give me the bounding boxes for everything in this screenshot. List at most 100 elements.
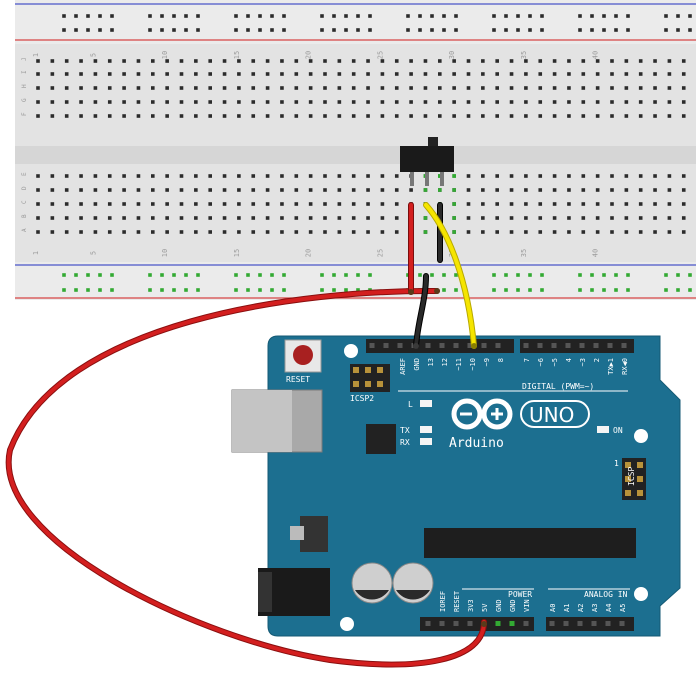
breadboard-hole bbox=[638, 188, 643, 192]
rail-hole bbox=[332, 14, 336, 18]
breadboard-hole bbox=[595, 216, 600, 220]
rail-hole bbox=[282, 28, 286, 32]
rail-hole bbox=[74, 14, 78, 18]
breadboard-hole bbox=[466, 86, 471, 90]
breadboard-hole bbox=[624, 86, 629, 90]
analog-pin-label: A3 bbox=[591, 604, 599, 612]
breadboard-hole bbox=[667, 202, 672, 206]
breadboard: 11551010151520202525303035354040JIHGFEDC… bbox=[15, 0, 696, 300]
breadboard-hole bbox=[452, 86, 456, 90]
wire-gnd[interactable] bbox=[414, 274, 428, 348]
breadboard-hole bbox=[122, 114, 126, 118]
switch-knob[interactable] bbox=[428, 137, 438, 147]
breadboard-hole bbox=[165, 174, 169, 178]
rail-hole bbox=[504, 14, 508, 18]
breadboard-hole bbox=[294, 100, 299, 104]
rail-hole bbox=[528, 28, 532, 32]
power-pin-label: IOREF bbox=[439, 591, 447, 612]
breadboard-hole bbox=[122, 100, 126, 104]
digital-header-right bbox=[520, 339, 634, 353]
breadboard-hole bbox=[194, 202, 198, 206]
rail-hole bbox=[320, 273, 324, 277]
breadboard-hole bbox=[481, 188, 485, 192]
breadboard-hole bbox=[581, 230, 586, 234]
breadboard-hole bbox=[194, 174, 198, 178]
breadboard-hole bbox=[222, 202, 227, 206]
wire-5v[interactable] bbox=[6, 288, 486, 667]
wire-pin10[interactable] bbox=[424, 203, 476, 348]
breadboard-hole bbox=[79, 216, 83, 220]
breadboard-hole bbox=[323, 230, 327, 234]
reset-button-cap[interactable] bbox=[293, 345, 313, 365]
rail-hole bbox=[160, 14, 164, 18]
breadboard-hole bbox=[481, 202, 485, 206]
breadboard-hole bbox=[64, 72, 69, 76]
rail-hole bbox=[62, 288, 66, 292]
breadboard-hole bbox=[308, 86, 313, 90]
icsp2-label: ICSP2 bbox=[350, 394, 374, 403]
icsp2-pins bbox=[353, 367, 383, 387]
breadboard-hole bbox=[409, 72, 413, 76]
rail-hole bbox=[98, 288, 102, 292]
breadboard-hole bbox=[681, 114, 686, 118]
rail-hole bbox=[664, 28, 668, 32]
breadboard-hole bbox=[509, 216, 514, 220]
arduino-uno-board: RESET ICSP2 L TX RX ON bbox=[231, 335, 681, 637]
rail-hole bbox=[602, 28, 606, 32]
voltage-regulator bbox=[300, 516, 328, 552]
breadboard-hole bbox=[337, 174, 342, 178]
breadboard-hole bbox=[251, 230, 256, 234]
rail-hole bbox=[528, 14, 532, 18]
breadboard-hole bbox=[366, 100, 370, 104]
breadboard-hole bbox=[280, 114, 284, 118]
breadboard-hole bbox=[495, 202, 499, 206]
icsp-pin1-label: 1 bbox=[614, 459, 619, 468]
header-hole bbox=[523, 343, 529, 348]
rail-hole bbox=[172, 273, 176, 277]
breadboard-hole bbox=[265, 188, 270, 192]
breadboard-hole bbox=[122, 202, 126, 206]
breadboard-hole bbox=[50, 86, 55, 90]
breadboard-hole bbox=[265, 202, 270, 206]
breadboard-hole bbox=[667, 59, 672, 63]
breadboard-hole bbox=[524, 202, 528, 206]
breadboard-hole bbox=[194, 86, 198, 90]
rail-hole bbox=[270, 273, 274, 277]
slide-switch[interactable] bbox=[400, 137, 454, 186]
breadboard-hole bbox=[265, 100, 270, 104]
breadboard-holes bbox=[36, 14, 692, 292]
breadboard-hole bbox=[653, 230, 657, 234]
breadboard-hole bbox=[595, 72, 600, 76]
rail-hole bbox=[430, 14, 434, 18]
breadboard-hole bbox=[667, 100, 672, 104]
breadboard-hole bbox=[667, 216, 672, 220]
breadboard-hole bbox=[194, 188, 198, 192]
breadboard-hole bbox=[509, 188, 514, 192]
breadboard-hole bbox=[222, 100, 227, 104]
rail-hole bbox=[688, 273, 692, 277]
header-hole bbox=[619, 621, 625, 626]
breadboard-hole bbox=[50, 202, 55, 206]
breadboard-hole bbox=[351, 114, 356, 118]
breadboard-hole bbox=[380, 114, 385, 118]
breadboard-hole bbox=[222, 86, 227, 90]
breadboard-hole bbox=[165, 114, 169, 118]
row-letter: C bbox=[21, 200, 28, 204]
digital-pin-label: 2 bbox=[593, 358, 601, 362]
breadboard-hole bbox=[380, 59, 385, 63]
column-number: 5 bbox=[89, 251, 97, 255]
rail-hole bbox=[442, 14, 446, 18]
breadboard-hole bbox=[409, 86, 413, 90]
breadboard-hole bbox=[107, 72, 112, 76]
breadboard-hole bbox=[265, 114, 270, 118]
breadboard-hole bbox=[452, 114, 456, 118]
breadboard-hole bbox=[294, 188, 299, 192]
breadboard-hole-active bbox=[438, 188, 442, 192]
breadboard-hole bbox=[122, 230, 126, 234]
breadboard-hole bbox=[380, 72, 385, 76]
breadboard-hole bbox=[122, 188, 126, 192]
breadboard-hole bbox=[136, 114, 141, 118]
breadboard-hole bbox=[50, 230, 55, 234]
breadboard-hole bbox=[122, 174, 126, 178]
breadboard-hole bbox=[165, 230, 169, 234]
